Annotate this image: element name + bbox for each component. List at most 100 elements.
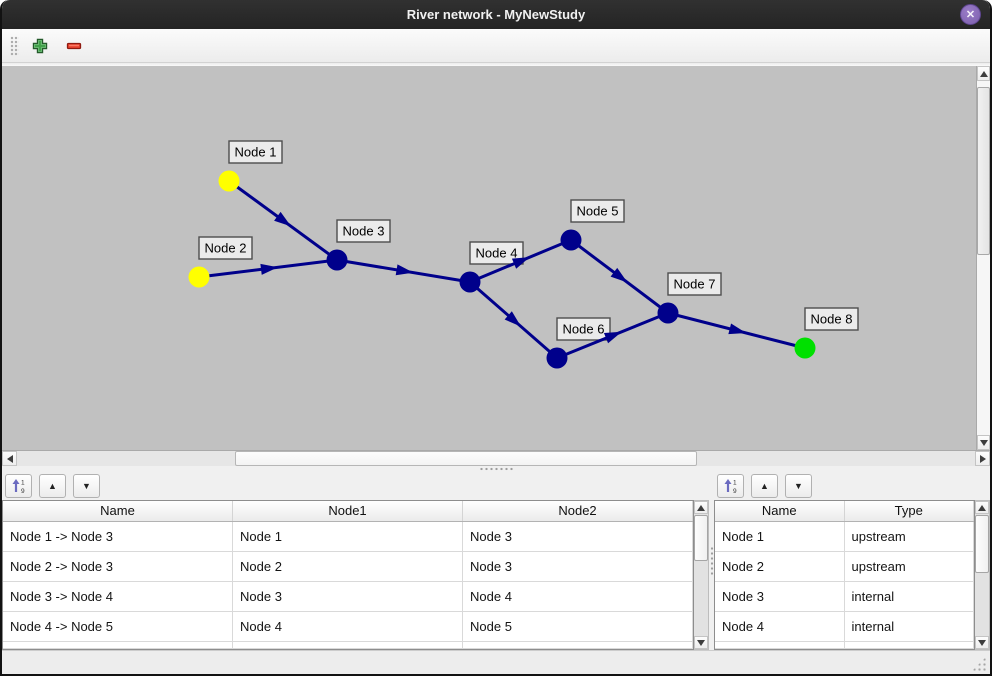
nodes-scroll-track[interactable] (975, 514, 989, 636)
remove-node-button[interactable] (61, 33, 87, 59)
status-bar (2, 650, 990, 674)
table-cell: upstream (844, 552, 974, 582)
add-node-button[interactable] (27, 33, 53, 59)
panel-splitter[interactable] (709, 472, 714, 650)
scroll-down-icon (978, 639, 986, 646)
scroll-up-icon (697, 504, 705, 511)
table-cell: internal (844, 612, 974, 642)
canvas-vertical-thumb[interactable] (977, 87, 990, 255)
close-button[interactable]: ✕ (960, 4, 981, 25)
horizontal-splitter[interactable] (2, 466, 990, 472)
node-circle[interactable] (560, 229, 582, 251)
node-circle[interactable] (794, 337, 816, 359)
reaches-scroll-thumb[interactable] (694, 515, 708, 561)
splitter-handle-icon (709, 546, 714, 576)
column-header[interactable]: Type (845, 501, 974, 521)
reaches-move-up-button[interactable]: ▲ (39, 474, 66, 498)
nodes-toolbar: 1 9 ▲ ▼ (714, 472, 990, 500)
node-circle[interactable] (326, 249, 348, 271)
column-header[interactable]: Name (3, 501, 233, 521)
sort-ascending-icon: 1 9 (12, 479, 25, 494)
node-label-box (336, 219, 391, 243)
table-cell: Node 1 -> Node 3 (3, 522, 233, 552)
column-header[interactable]: Node2 (463, 501, 693, 521)
scroll-left-icon (6, 454, 13, 463)
node-label: Node 6 (563, 322, 605, 337)
node-label-box (198, 236, 253, 260)
toolbar-separator (2, 63, 990, 66)
node-circle[interactable] (546, 347, 568, 369)
close-icon: ✕ (965, 9, 976, 21)
window-title: River network - MyNewStudy (406, 7, 586, 22)
canvas-horizontal-thumb[interactable] (235, 451, 697, 466)
node-label-box (469, 241, 524, 265)
nodes-scroll-down-button[interactable] (975, 636, 989, 649)
column-header[interactable]: Name (715, 501, 845, 521)
reaches-scroll-up-button[interactable] (694, 501, 708, 514)
move-up-icon: ▲ (760, 481, 769, 491)
nodes-scroll-up-button[interactable] (975, 501, 989, 514)
nodes-move-up-button[interactable]: ▲ (751, 474, 778, 498)
table-cell: Node 5 (463, 612, 693, 642)
toolbar-grip[interactable] (10, 35, 19, 56)
node-label-box (570, 199, 625, 223)
nodes-sort-button[interactable]: 1 9 (717, 474, 744, 498)
table-cell (3, 642, 233, 649)
nodes-scroll-thumb[interactable] (975, 515, 989, 573)
node-circle[interactable] (657, 302, 679, 324)
canvas-horizontal-scrollbar (2, 450, 990, 466)
reaches-move-down-button[interactable]: ▼ (73, 474, 100, 498)
reaches-scroll-track[interactable] (694, 514, 708, 636)
canvas-horizontal-track[interactable] (17, 451, 975, 466)
scroll-down-icon (979, 439, 988, 446)
canvas-scroll-right-button[interactable] (975, 451, 990, 466)
edge-arrow-icon (274, 211, 292, 227)
node-circle[interactable] (459, 271, 481, 293)
node-circle[interactable] (218, 170, 240, 192)
reaches-sort-button[interactable]: 1 9 (5, 474, 32, 498)
node-label-box (804, 307, 859, 331)
table-cell: Node 1 (715, 522, 845, 552)
canvas-scroll-up-button[interactable] (977, 66, 990, 81)
node-label: Node 2 (205, 241, 247, 256)
table-cell: Node 1 (233, 522, 463, 552)
reaches-scroll-down-button[interactable] (694, 636, 708, 649)
edge-arrow-icon (395, 264, 414, 276)
nodes-move-down-button[interactable]: ▼ (785, 474, 812, 498)
table-cell: Node 4 (715, 612, 845, 642)
titlebar: River network - MyNewStudy ✕ (2, 0, 990, 29)
table-cell (233, 642, 463, 649)
table-cell (715, 642, 845, 649)
canvas-scroll-down-button[interactable] (977, 435, 990, 450)
column-header[interactable]: Node1 (233, 501, 463, 521)
scroll-down-icon (697, 639, 705, 646)
move-down-icon: ▼ (794, 481, 803, 491)
table-cell: internal (844, 582, 974, 612)
table-cell: Node 4 -> Node 5 (3, 612, 233, 642)
resize-grip-icon[interactable] (972, 657, 986, 671)
node-circle[interactable] (188, 266, 210, 288)
add-icon (32, 38, 48, 53)
node-label-box (228, 140, 283, 164)
table-cell: Node 2 (233, 552, 463, 582)
canvas-vertical-track[interactable] (977, 81, 990, 435)
edge-arrow-icon (504, 311, 522, 327)
canvas-scroll-left-button[interactable] (2, 451, 17, 466)
edge-arrow-icon (603, 331, 622, 344)
sort-ascending-icon: 1 9 (724, 479, 737, 494)
table-cell: Node 4 (463, 582, 693, 612)
empty-row (715, 642, 974, 649)
